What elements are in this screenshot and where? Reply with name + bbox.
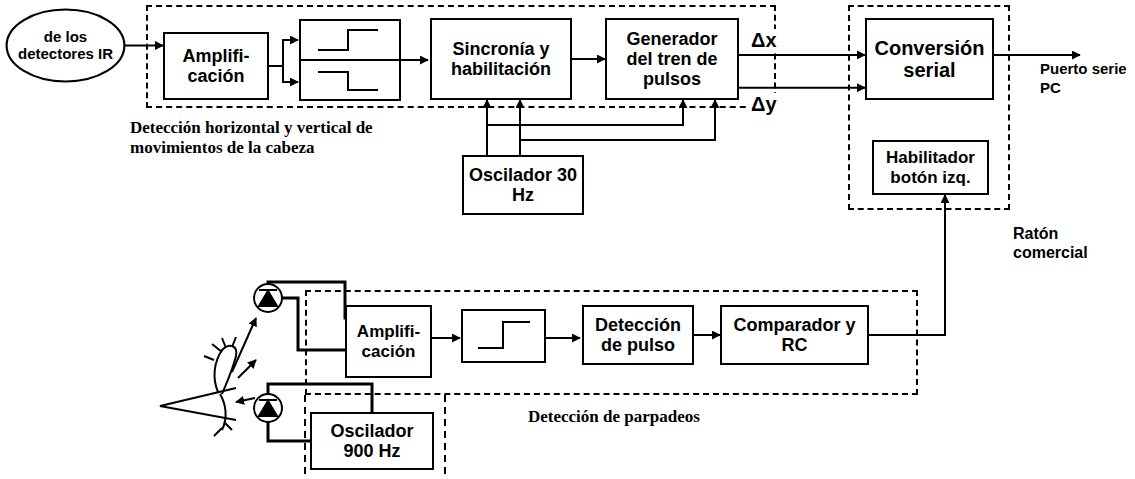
group-region: Ratón comercialConversión serialHabilita… [848, 5, 1010, 210]
connector [487, 100, 683, 155]
process-box: Amplifi- cación [345, 305, 432, 378]
group-heading: Detección horizontal y vertical de movim… [130, 118, 415, 159]
signal-label: Δy [749, 93, 779, 115]
group-heading: Detección de parpadeos [528, 407, 828, 427]
source-ellipse: de los detectores IR [5, 8, 126, 83]
connector [694, 334, 720, 336]
process-box: Amplifi- cación [163, 32, 269, 100]
group-region: Detección horizontal y vertical de movim… [146, 5, 776, 108]
node-text: Detección de pulso [588, 315, 688, 355]
node-text: Comparador y RC [726, 315, 863, 355]
connector [572, 58, 605, 60]
node-text: de los detectores IR [9, 29, 122, 63]
node-text: Generador del tren de pulsos [611, 29, 733, 89]
connector [739, 54, 865, 56]
connector [125, 45, 163, 47]
node-text: Oscilador 30 Hz [468, 165, 578, 205]
oscillator-box: Oscilador 30 Hz [462, 155, 584, 215]
node-text: Oscilador 900 Hz [316, 421, 428, 461]
node-text: Amplifi- cación [169, 46, 263, 86]
process-box: Sincronía y habilitación [430, 18, 572, 100]
threshold-block [300, 20, 400, 100]
connector [739, 87, 865, 89]
connector [520, 100, 715, 155]
node-text: Amplifi- cación [351, 322, 426, 360]
port-label: Puerto serie PC [1038, 60, 1132, 98]
signal-label: Δx [749, 29, 779, 51]
eye-illustration [160, 318, 256, 436]
photodiode-symbol [254, 284, 282, 422]
group-heading: Ratón comercial [1013, 224, 1123, 262]
node-text: Habilitador botón izq. [878, 148, 983, 186]
node-text: Conversión serial [871, 37, 988, 82]
node-text: Sincronía y habilitación [436, 39, 566, 79]
connector [869, 195, 945, 335]
group-region: Detección de parpadeosAmplifi- caciónDet… [305, 290, 918, 395]
oscillator-box: Oscilador 900 Hz [310, 412, 434, 470]
process-box: Generador del tren de pulsos [605, 18, 739, 100]
process-box: Habilitador botón izq. [872, 140, 989, 195]
process-box: Detección de pulso [582, 305, 694, 365]
wire [428, 337, 580, 339]
process-box: Conversión serial [865, 18, 994, 100]
dashed-boundary [305, 395, 445, 477]
threshold-block [462, 310, 545, 362]
process-box: Comparador y RC [720, 305, 869, 365]
